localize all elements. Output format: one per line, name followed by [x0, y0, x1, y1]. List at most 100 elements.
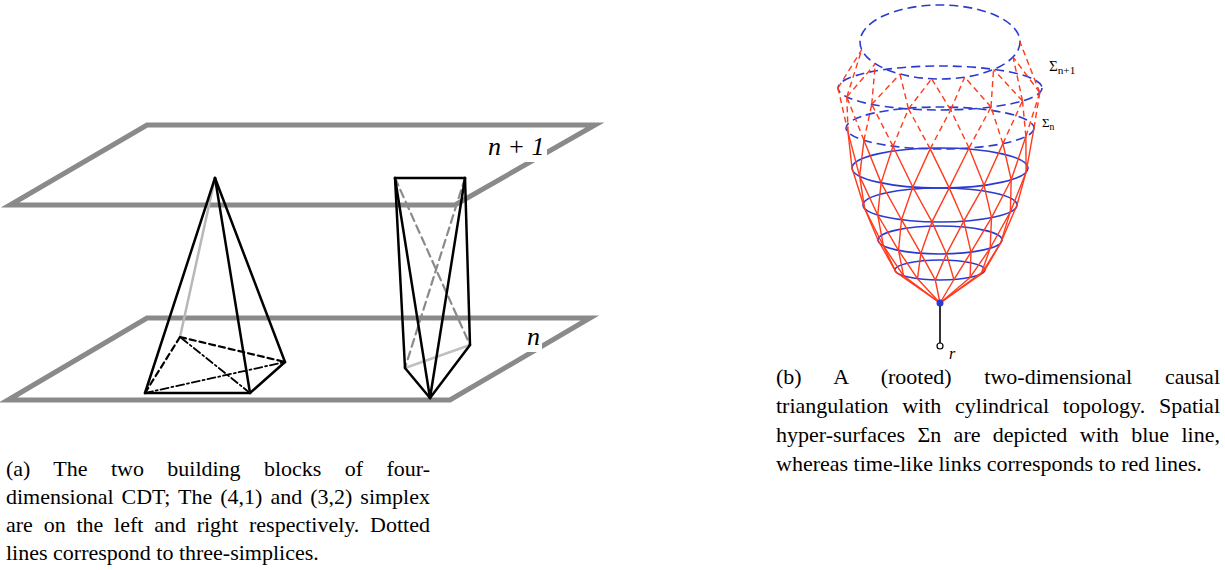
time-like-link: [984, 185, 992, 217]
dotted-edge: [405, 178, 465, 368]
time-like-link: [860, 176, 878, 215]
time-like-link: [991, 107, 1003, 144]
time-like-link: [899, 220, 902, 251]
time-like-link: [971, 218, 992, 252]
time-like-link: [949, 148, 969, 188]
time-like-link: [865, 209, 884, 246]
subfigure-caption: (a) The two building blocks of four-dime…: [6, 455, 430, 567]
time-like-link: [878, 215, 899, 250]
time-like-link: [940, 274, 981, 303]
time-like-link: [932, 222, 947, 254]
subscript: n+1: [1058, 64, 1076, 76]
time-like-link: [881, 183, 901, 220]
time-like-link: [902, 220, 921, 254]
time-like-link: [970, 248, 990, 277]
time-like-link: [1010, 172, 1026, 212]
dotted-edge: [395, 178, 470, 345]
time-like-link: [992, 180, 1012, 218]
time-like-link: [930, 149, 949, 188]
time-like-link: [918, 253, 921, 278]
time-like-link: [984, 144, 1003, 186]
apex-vertex: [937, 300, 944, 307]
time-like-link: [878, 240, 896, 272]
time-like-link: [864, 140, 881, 183]
time-like-link: [893, 146, 913, 187]
root-label: r: [947, 345, 957, 363]
simplex-41: [145, 178, 285, 393]
time-like-link: [951, 110, 969, 148]
symbol: Σ: [1042, 115, 1050, 130]
time-like-link: [1013, 57, 1040, 93]
time-like-link: [1020, 42, 1040, 93]
time-like-link: [838, 50, 862, 88]
time-like-link: [949, 188, 964, 221]
time-like-link: [1023, 101, 1026, 137]
time-like-link: [940, 270, 985, 303]
time-like-link: [872, 104, 893, 146]
dotted-edge: [145, 337, 180, 393]
time-like-link: [964, 185, 984, 221]
time-like-link: [913, 187, 932, 222]
root-stem: [939, 303, 941, 343]
time-like-link: [946, 221, 963, 254]
time-like-link: [921, 222, 932, 253]
time-like-link: [930, 110, 950, 149]
time-like-link: [965, 77, 991, 107]
hypersurface-label: Σn: [1040, 116, 1056, 131]
subscript: n: [1050, 121, 1055, 132]
time-like-link: [852, 168, 865, 209]
time-like-link: [900, 74, 908, 109]
root-point: [937, 343, 943, 349]
edge: [405, 368, 430, 398]
upper-slice-plane: [10, 125, 595, 205]
time-like-link: [990, 218, 991, 249]
spatial-slice: [852, 148, 1028, 188]
time-like-link: [860, 176, 865, 208]
subfigure-caption: (b) A (rooted) two-dimensional causal tr…: [776, 362, 1220, 478]
time-like-link: [954, 252, 971, 279]
time-like-link: [935, 254, 946, 280]
simplex-32: [395, 178, 470, 398]
time-like-link: [991, 69, 994, 107]
time-like-link: [883, 246, 903, 276]
time-like-link: [847, 50, 862, 97]
time-like-link: [940, 277, 970, 303]
time-like-link: [883, 246, 896, 272]
time-like-link: [946, 254, 953, 280]
edge: [395, 177, 465, 180]
time-like-link: [969, 107, 991, 148]
slice-label: n + 1: [486, 132, 547, 162]
edge: [465, 178, 470, 345]
dotted-edge: [180, 337, 285, 362]
time-like-link: [881, 146, 893, 183]
time-like-link: [969, 252, 971, 277]
time-like-link: [1011, 137, 1026, 180]
hidden-edge: [180, 178, 215, 337]
edge: [215, 178, 285, 362]
time-like-link: [994, 69, 1023, 100]
time-like-link: [918, 279, 941, 303]
time-like-link: [860, 140, 864, 176]
time-like-link: [893, 109, 908, 146]
time-like-link: [878, 183, 881, 215]
time-like-link: [847, 97, 864, 140]
time-like-link: [940, 280, 954, 303]
time-like-link: [921, 253, 935, 280]
time-like-link: [1025, 137, 1027, 173]
spatial-slice: [860, 5, 1020, 79]
time-like-link: [969, 148, 984, 185]
edge: [215, 178, 250, 393]
edge: [250, 362, 285, 393]
time-like-link: [964, 221, 971, 252]
time-like-link: [951, 77, 965, 110]
time-like-link: [847, 97, 848, 132]
time-like-link: [1003, 101, 1023, 144]
time-like-link: [872, 64, 876, 105]
time-like-link: [1013, 57, 1022, 101]
time-like-link: [1003, 144, 1011, 180]
edge: [395, 178, 430, 398]
time-like-link: [908, 79, 931, 109]
time-like-link: [1026, 128, 1034, 172]
hypersurface-label: Σn+1: [1047, 58, 1077, 75]
time-like-link: [1026, 93, 1040, 137]
